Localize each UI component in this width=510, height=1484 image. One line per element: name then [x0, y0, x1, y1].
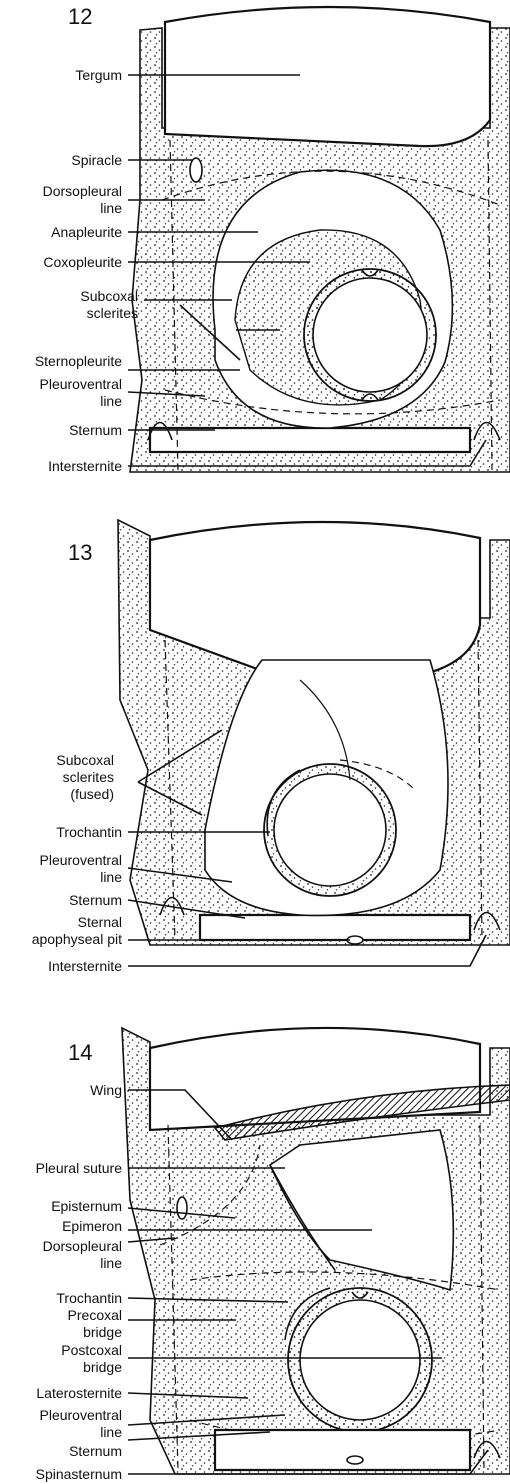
coxa-cavity-14: [299, 1299, 421, 1421]
spiracle-14: [176, 1196, 188, 1220]
label-intersternite: Intersternite: [48, 458, 122, 474]
label-wing: Wing: [90, 1082, 122, 1098]
sternal-pit-14: [346, 1455, 364, 1465]
pleuroventral-line-12: [164, 389, 501, 415]
coxa-cavity-13: [273, 773, 387, 887]
label-tergum: Tergum: [75, 67, 122, 83]
label-sternum: Sternum: [69, 1443, 122, 1459]
label-laterosternite: Laterosternite: [36, 1385, 122, 1401]
pleural-suture-14: [269, 1164, 336, 1271]
label-coxopleurite: Coxopleurite: [43, 254, 122, 270]
label-episternum: Episternum: [51, 1198, 122, 1214]
sternum-plate-13: [198, 913, 472, 942]
label-anapleurite: Anapleurite: [51, 224, 122, 240]
figure-12-number: 12: [68, 4, 92, 29]
leader-lines: [127, 74, 489, 1475]
label-intersternite: Intersternite: [48, 958, 122, 974]
label-trochantin: Trochantin: [56, 824, 122, 840]
label-spiracle: Spiracle: [71, 152, 122, 168]
label-spinasternum: Spinasternum: [36, 1466, 122, 1482]
label-trochantin: Trochantin: [56, 1290, 122, 1306]
trochantin-13: [266, 769, 301, 837]
figure-12: 12: [68, 4, 510, 473]
coxa-cavity-12: [312, 277, 428, 393]
dorsopleural-line-12: [161, 170, 501, 206]
sternum-plate-14: [213, 1428, 472, 1472]
sternum-plate-12: [148, 426, 472, 454]
tergum-plate-12: [163, 5, 492, 148]
spiracle-12: [189, 157, 203, 183]
figure-13-number: 13: [68, 540, 92, 565]
label-sternum: Sternum: [69, 422, 122, 438]
label-pleural-suture: Pleural suture: [36, 1160, 123, 1176]
figure-14: 14: [68, 1026, 510, 1475]
figure-13: 13: [68, 518, 510, 946]
epimeron-14: [268, 1129, 455, 1292]
trochantin-14: [284, 1287, 331, 1341]
label-sternum: Sternum: [69, 892, 122, 908]
figure-14-number: 14: [68, 1040, 92, 1065]
wing-14: [213, 1084, 510, 1141]
label-sternopleurite: Sternopleurite: [35, 353, 122, 369]
dorsopleural-line-14: [159, 1144, 261, 1246]
label-epimeron: Epimeron: [62, 1218, 122, 1234]
